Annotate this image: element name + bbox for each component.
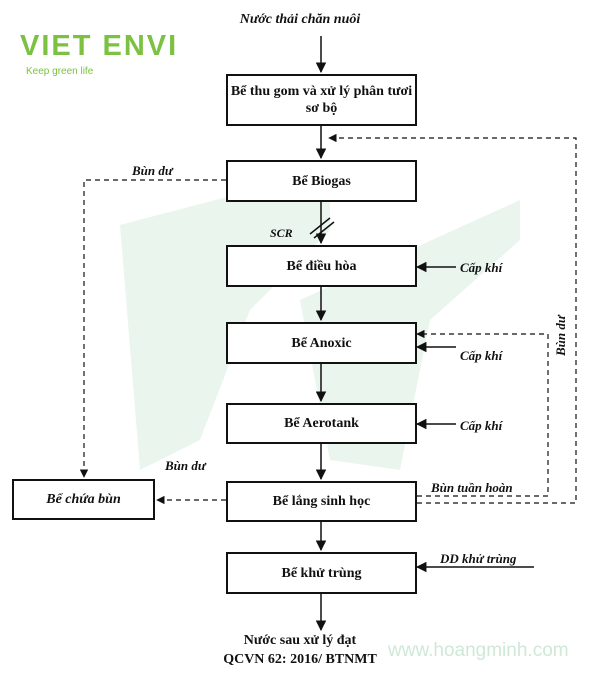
tank-clarifier: Bể lắng sinh học	[226, 481, 417, 522]
input-label: Nước thải chăn nuôi	[239, 12, 361, 27]
dashed-recirculation-anoxic	[416, 329, 549, 497]
tank-biogas: Bể Biogas	[226, 160, 417, 202]
label-air-supply-2: Cấp khí	[460, 348, 503, 363]
tank-equalization: Bể điều hòa	[226, 245, 417, 287]
label-air-supply-3: Cấp khí	[460, 418, 503, 433]
label-scr: SCR	[270, 226, 293, 240]
brand-logo: VIET ENVI	[20, 30, 179, 62]
tank-collection: Bể thu gom và xử lý phân tươi sơ bộ	[226, 74, 417, 126]
watermark-text: www.hoangminh.com	[388, 640, 569, 661]
tank-sludge-storage: Bể chứa bùn	[12, 479, 155, 520]
tank-anoxic: Bể Anoxic	[226, 322, 417, 364]
output-label-line1: Nước sau xử lý đạt	[243, 633, 357, 648]
label-excess-sludge-2: Bùn dư	[165, 458, 206, 473]
label-excess-sludge-vertical: Bùn dư	[553, 315, 568, 356]
tank-disinfection: Bể khử trùng	[226, 552, 417, 594]
output-label-line2: QCVN 62: 2016/ BTNMT	[223, 652, 377, 667]
label-recirculated-sludge: Bùn tuần hoàn	[431, 480, 513, 495]
tank-aerotank: Bể Aerotank	[226, 403, 417, 444]
label-air-supply-1: Cấp khí	[460, 260, 503, 275]
dashed-biogas-sludge	[79, 179, 226, 478]
label-disinfectant: DD khử trùng	[440, 551, 517, 566]
brand-tagline: Keep green life	[26, 66, 94, 77]
scr-mark-1	[309, 217, 331, 235]
scr-mark-2	[313, 221, 335, 239]
label-excess-sludge-1: Bùn dư	[132, 163, 173, 178]
